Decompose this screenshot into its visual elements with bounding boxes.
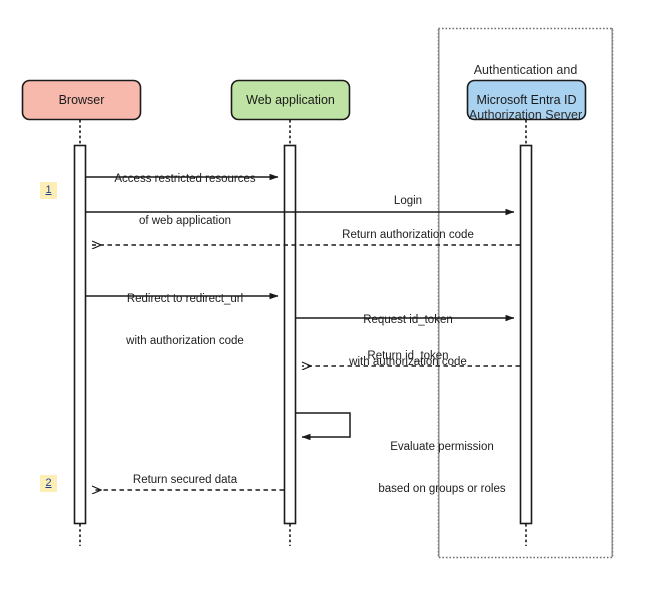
activation-bar-webapp: [283, 144, 297, 525]
participant-boxes: [21, 79, 587, 121]
message-arrow-evaluate-permission-self: [296, 412, 351, 441]
step-badge-1[interactable]: 1: [40, 182, 57, 199]
lifelines: [79, 28, 613, 557]
participant-box-browser[interactable]: [21, 79, 142, 121]
activation-bar-browser: [73, 144, 87, 525]
message-arrows: [86, 173, 520, 490]
participant-box-webapp[interactable]: [230, 79, 351, 121]
activation-bars: [73, 144, 533, 525]
step-badge-2[interactable]: 2: [40, 475, 57, 492]
activation-bar-entra: [519, 144, 533, 525]
participant-box-entra[interactable]: [466, 79, 587, 121]
